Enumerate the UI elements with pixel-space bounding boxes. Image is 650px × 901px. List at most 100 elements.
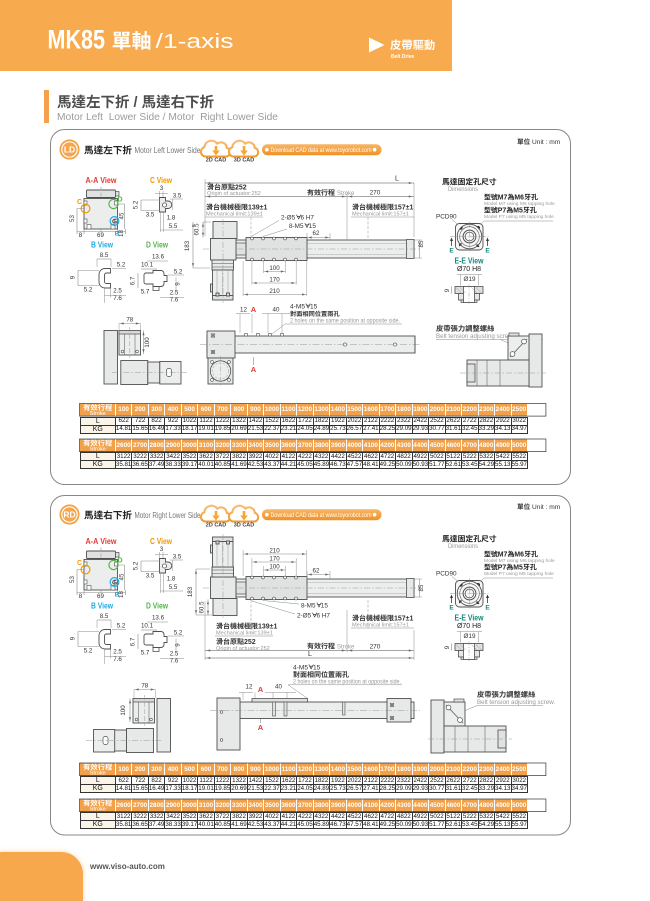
svg-text:100: 100	[269, 564, 280, 571]
svg-text:210: 210	[269, 548, 280, 555]
svg-text:Mechanical limit:157±1: Mechanical limit:157±1	[352, 212, 409, 218]
svg-text:3D CAD: 3D CAD	[234, 157, 255, 163]
svg-text:69: 69	[97, 593, 104, 600]
svg-text:53: 53	[69, 215, 76, 222]
svg-text:5.2: 5.2	[174, 630, 183, 637]
svg-text:A: A	[251, 305, 257, 314]
svg-text:5.7: 5.7	[141, 289, 150, 296]
svg-text:Model M7 using M6 tapping hole: Model M7 using M6 tapping hole	[484, 558, 555, 564]
svg-text:Model P7 using M5 tapping hole: Model P7 using M5 tapping hole	[484, 571, 554, 577]
svg-text:252: 252	[235, 185, 247, 192]
svg-text:MK85: MK85	[48, 25, 106, 55]
svg-text:E: E	[485, 248, 490, 255]
svg-text:Stroke: Stroke	[337, 645, 355, 651]
svg-text:M6: M6	[514, 552, 524, 559]
svg-text:69: 69	[97, 232, 104, 239]
svg-text:5.2: 5.2	[84, 287, 93, 294]
svg-text:P7: P7	[498, 208, 507, 215]
svg-text:D: D	[117, 197, 122, 204]
svg-text:A: A	[251, 365, 257, 374]
svg-text:4-M5: 4-M5	[290, 304, 305, 311]
svg-text:8-M5: 8-M5	[301, 603, 316, 610]
svg-text:D: D	[117, 558, 122, 565]
svg-text:E-E View: E-E View	[455, 614, 485, 623]
svg-text:Ø70 H8: Ø70 H8	[457, 266, 481, 273]
svg-text:5.2: 5.2	[133, 561, 140, 570]
svg-text:6 H7: 6 H7	[300, 215, 314, 222]
svg-text:2-Ø5: 2-Ø5	[297, 613, 312, 620]
svg-text:E: E	[449, 248, 454, 255]
svg-text:5.2: 5.2	[174, 269, 183, 276]
svg-text:100: 100	[120, 705, 127, 716]
svg-text:D View: D View	[146, 241, 169, 250]
svg-text:183: 183	[187, 586, 194, 597]
svg-text:7.6: 7.6	[170, 297, 179, 304]
svg-text:G: G	[112, 580, 117, 587]
svg-text:8.5: 8.5	[100, 252, 109, 259]
svg-text:45: 45	[119, 212, 126, 219]
svg-text:3D CAD: 3D CAD	[234, 522, 255, 528]
svg-text:Motor Left Lower Side / Motor: Motor Left Lower Side / Motor Right Lowe…	[57, 111, 278, 123]
svg-text:Dimensions: Dimensions	[448, 186, 479, 193]
svg-text:9: 9	[70, 275, 77, 279]
svg-text:Stroke: Stroke	[90, 806, 106, 812]
svg-text:9: 9	[70, 636, 77, 640]
svg-text:100: 100	[269, 265, 280, 272]
svg-text:2.5: 2.5	[113, 288, 122, 295]
svg-text:8: 8	[79, 232, 83, 239]
svg-text:Motor Right Lower Side: Motor Right Lower Side	[135, 510, 201, 520]
svg-text:7.6: 7.6	[113, 295, 122, 302]
svg-text:6.7: 6.7	[130, 276, 137, 285]
svg-text:Belt tension adjusting screw.: Belt tension adjusting screw.	[436, 333, 514, 340]
svg-text:PCD90: PCD90	[436, 571, 457, 578]
svg-text:Model P7 using M5 tapping hole: Model P7 using M5 tapping hole	[484, 214, 554, 220]
svg-text:9: 9	[444, 288, 451, 292]
svg-text:100: 100	[144, 337, 151, 348]
svg-text:13.6: 13.6	[152, 615, 165, 622]
svg-text:6.7: 6.7	[130, 637, 137, 646]
svg-text:2D CAD: 2D CAD	[206, 522, 227, 528]
svg-text:D View: D View	[146, 602, 169, 611]
svg-text:5.2: 5.2	[84, 648, 93, 655]
svg-text:5.2: 5.2	[117, 262, 126, 269]
svg-text:M5: M5	[513, 208, 523, 215]
svg-text:/1-axis: /1-axis	[156, 31, 234, 53]
svg-text:2.5: 2.5	[170, 651, 179, 658]
svg-text:270: 270	[370, 190, 381, 197]
svg-text:10.1: 10.1	[141, 262, 154, 269]
svg-text:Stroke: Stroke	[337, 191, 355, 197]
svg-text:Download CAD data at www.toyor: Download CAD data at www.toyorobot.com	[271, 148, 372, 154]
svg-text:170: 170	[269, 277, 280, 284]
svg-text:1.8: 1.8	[167, 215, 176, 222]
svg-text:6 H7: 6 H7	[316, 613, 330, 620]
svg-text:8: 8	[79, 593, 83, 600]
svg-text:5.7: 5.7	[141, 650, 150, 657]
svg-text:C: C	[77, 199, 82, 206]
svg-text:15: 15	[309, 223, 317, 230]
svg-text:Dimensions: Dimensions	[448, 543, 479, 550]
svg-text:78: 78	[141, 683, 148, 690]
svg-text:C View: C View	[150, 176, 173, 185]
svg-text:A-A View: A-A View	[86, 176, 118, 185]
svg-text:3: 3	[160, 185, 164, 192]
svg-text:Ø19: Ø19	[464, 633, 476, 640]
svg-text:45: 45	[119, 573, 126, 580]
svg-text:Unit : mm: Unit : mm	[530, 504, 561, 511]
svg-text:G: G	[112, 219, 117, 226]
svg-text:8-M5: 8-M5	[289, 223, 304, 230]
svg-text:Stroke: Stroke	[90, 770, 106, 776]
svg-text:Origin of actuator:252: Origin of actuator:252	[207, 191, 261, 197]
svg-text:18: 18	[118, 591, 125, 598]
svg-text:3.5: 3.5	[173, 193, 182, 200]
svg-text:85: 85	[418, 584, 425, 591]
svg-text:Ø70 H8: Ø70 H8	[457, 623, 481, 630]
svg-text:Motor Left Lower Side: Motor Left Lower Side	[135, 145, 201, 155]
svg-text:170: 170	[269, 556, 280, 563]
svg-text:3: 3	[160, 546, 164, 553]
svg-text:5.2: 5.2	[133, 200, 140, 209]
svg-text:210: 210	[269, 288, 280, 295]
svg-text:2-Ø5: 2-Ø5	[281, 215, 296, 222]
svg-text:12: 12	[240, 307, 247, 314]
svg-text:62: 62	[313, 568, 320, 575]
svg-text:C: C	[77, 560, 82, 567]
